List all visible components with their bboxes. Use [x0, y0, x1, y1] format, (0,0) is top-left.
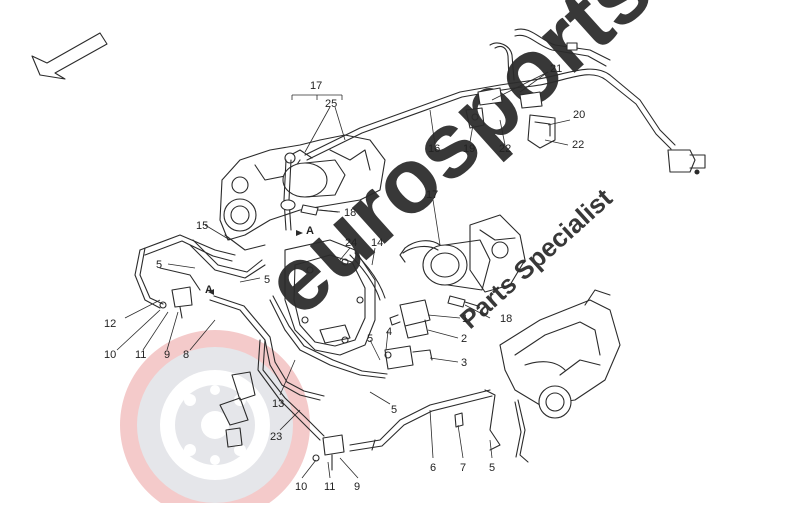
hose-21 [489, 28, 611, 81]
sensor-9-upper [159, 286, 193, 319]
solenoid-valve-1 [389, 299, 431, 339]
hose-17-vertical [280, 159, 296, 231]
label-10-lower: 10 [295, 481, 307, 493]
sensor-9-lower [312, 434, 345, 471]
label-A-left: A [205, 284, 213, 296]
reference-arrows [208, 230, 303, 295]
label-4: 4 [386, 326, 392, 338]
label-5-left: 5 [156, 259, 162, 271]
label-8: 8 [183, 349, 189, 361]
label-9-upper: 9 [164, 349, 170, 361]
intake-manifold [499, 289, 621, 419]
label-5-center: 5 [367, 333, 373, 345]
line-art [31, 28, 706, 471]
label-5-right: 5 [489, 462, 495, 474]
label-15: 15 [196, 220, 208, 232]
vacuum-pump-17-lower [399, 239, 491, 291]
label-14: 14 [371, 237, 383, 249]
label-3: 3 [461, 357, 467, 369]
label-16: 16 [428, 143, 440, 155]
fitting-4 [384, 351, 392, 359]
label-22-a: 22 [499, 143, 511, 155]
label-17-top: 17 [310, 80, 322, 92]
label-13: 13 [272, 398, 284, 410]
label-7: 7 [460, 462, 466, 474]
label-A-right: A [306, 225, 314, 237]
label-19: 19 [463, 143, 475, 155]
engine-right-housing [469, 214, 526, 293]
bracket-19 [465, 107, 485, 129]
hose-14 [349, 252, 386, 301]
valve-21 [477, 87, 543, 109]
label-1: 1 [462, 313, 468, 325]
label-9-lower: 9 [354, 481, 360, 493]
hose-6 [349, 389, 493, 452]
label-18-mid: 18 [500, 313, 512, 325]
watermark-logo-disc [120, 330, 310, 508]
label-25: 25 [325, 98, 337, 110]
bolt-18-lower [447, 295, 479, 308]
label-11-lower: 11 [324, 481, 335, 493]
arrow-a-left-icon [208, 289, 214, 295]
solenoid-valve-3 [384, 345, 433, 370]
label-21: 21 [550, 63, 562, 75]
pipe-bundle-12 [134, 234, 266, 309]
bracket-lower-left [219, 371, 256, 448]
label-18-top: 18 [344, 207, 356, 219]
label-5-lower: 5 [391, 404, 397, 416]
leader-lines [116, 71, 571, 479]
fitting-7 [454, 412, 464, 428]
callout-labels: 17 25 21 20 16 19 22 22 18 17 24 14 15 5… [104, 63, 585, 493]
hose-13 [269, 295, 388, 379]
label-17-mid: 17 [426, 189, 438, 201]
bracket-20 [527, 114, 556, 149]
bracket-5-lower [484, 389, 529, 463]
label-5-mid: 5 [264, 274, 270, 286]
arrow-a-right-icon [296, 230, 303, 236]
vacuum-pump-25 [282, 149, 346, 198]
direction-arrow-icon [31, 32, 108, 80]
label-20: 20 [573, 109, 585, 121]
label-2: 2 [461, 333, 467, 345]
label-6: 6 [430, 462, 436, 474]
electrical-connector [667, 149, 706, 175]
label-22-b: 22 [572, 139, 584, 151]
label-10-upper: 10 [104, 349, 116, 361]
hose-23 [257, 339, 325, 441]
label-24: 24 [345, 237, 357, 249]
hose-8 [209, 295, 325, 401]
label-11-upper: 11 [135, 349, 146, 361]
cover-plate-24 [284, 239, 376, 356]
label-12: 12 [104, 318, 116, 330]
label-23: 23 [270, 431, 282, 443]
